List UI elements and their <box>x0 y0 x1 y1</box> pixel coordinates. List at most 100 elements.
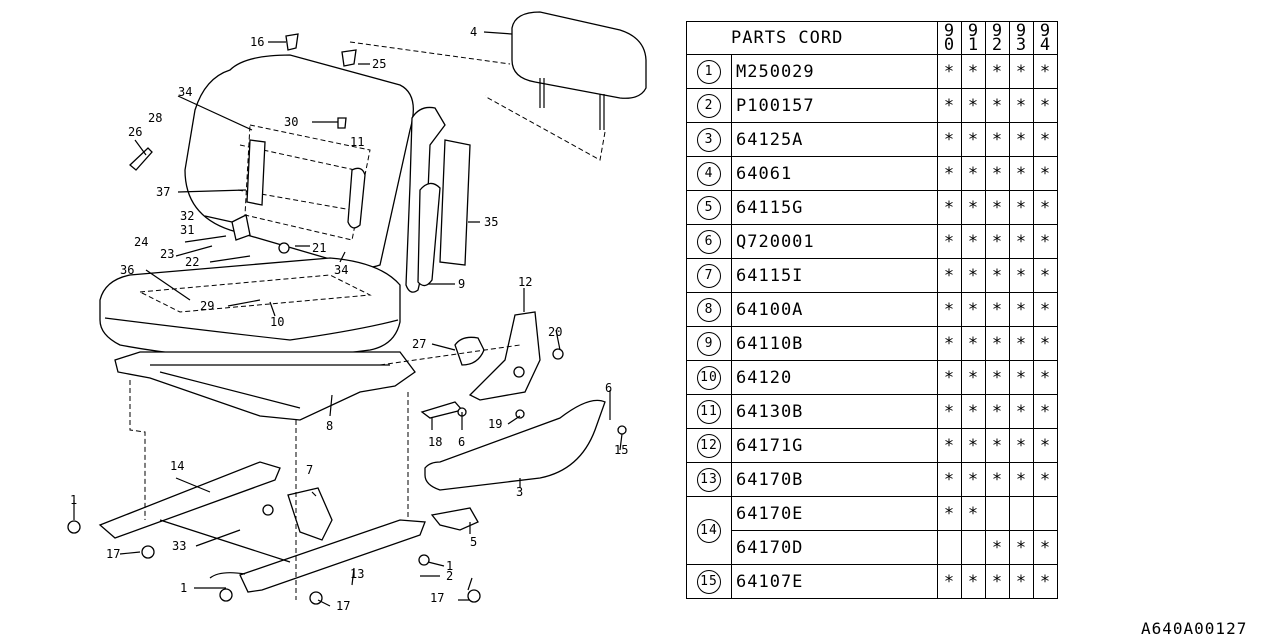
callout-35: 35 <box>484 215 498 229</box>
year-mark-cell: * <box>1033 88 1058 123</box>
year-mark-cell <box>985 496 1010 531</box>
year-mark-cell: * <box>985 54 1010 89</box>
callout-5: 5 <box>470 535 477 549</box>
year-mark-cell: * <box>985 190 1010 225</box>
year-mark-cell: * <box>1009 530 1034 565</box>
year-mark-cell: * <box>937 496 962 531</box>
year-mark-cell: * <box>1033 394 1058 429</box>
year-mark-cell: * <box>1033 462 1058 497</box>
part-number-circle: 9 <box>697 331 721 356</box>
callout-13: 13 <box>350 567 364 581</box>
parts-cord-label: PARTS CORD <box>731 28 844 48</box>
callout-26: 26 <box>128 125 142 139</box>
year-mark-cell: * <box>961 564 986 599</box>
callout-20: 20 <box>548 325 562 339</box>
callout-17-center: 17 <box>336 599 350 613</box>
callout-4: 4 <box>470 25 477 39</box>
callouts: 4 16 25 34 28 26 30 11 37 32 31 35 24 21… <box>70 25 628 613</box>
year-mark-cell: * <box>1033 564 1058 599</box>
year-mark-cell: * <box>1033 326 1058 361</box>
callout-8: 8 <box>326 419 333 433</box>
part-number-cell: 2 <box>686 88 732 123</box>
year-mark-cell: * <box>1009 122 1034 157</box>
year-mark-cell: * <box>1009 88 1034 123</box>
part-code-cell: 64170B <box>731 462 938 497</box>
year-mark-cell: * <box>1009 428 1034 463</box>
year-mark-cell: * <box>985 122 1010 157</box>
year-mark-cell: * <box>985 394 1010 429</box>
year-mark-cell <box>937 530 962 565</box>
year-mark-cell: * <box>985 292 1010 327</box>
callout-34-upper: 34 <box>178 85 192 99</box>
callout-29: 29 <box>200 299 214 313</box>
part-number-circle: 13 <box>697 467 721 492</box>
year-mark-cell: * <box>937 190 962 225</box>
year-mark-cell: * <box>1009 224 1034 259</box>
recliner <box>420 311 606 491</box>
year-mark-cell: * <box>985 462 1010 497</box>
year-mark-cell: * <box>1033 292 1058 327</box>
seat-exploded-diagram: 4 16 25 34 28 26 30 11 37 32 31 35 24 21… <box>67 11 647 613</box>
part-number-circle: 3 <box>697 127 721 152</box>
callout-10: 10 <box>270 315 284 329</box>
year-mark-cell: * <box>985 360 1010 395</box>
part-number-cell: 4 <box>686 156 732 191</box>
year-mark-cell: * <box>1033 428 1058 463</box>
year-mark-cell: * <box>1033 156 1058 191</box>
year-mark-cell: * <box>985 156 1010 191</box>
callout-6-right: 6 <box>605 381 612 395</box>
part-code-cell: M250029 <box>731 54 938 89</box>
year-mark-cell: * <box>985 258 1010 293</box>
year-mark-cell: * <box>1009 360 1034 395</box>
year-mark-cell: * <box>985 530 1010 565</box>
year-mark-cell: * <box>1009 394 1034 429</box>
part-code-cell: P100157 <box>731 88 938 123</box>
part-number-circle: 6 <box>697 229 721 254</box>
year-mark-cell: * <box>985 88 1010 123</box>
callout-36: 36 <box>120 263 134 277</box>
callout-24: 24 <box>134 235 148 249</box>
part-number-cell: 8 <box>686 292 732 327</box>
callout-1-bottom: 1 <box>180 581 187 595</box>
part-number-circle: 11 <box>697 399 721 424</box>
callout-17-left: 17 <box>106 547 120 561</box>
year-mark-cell: * <box>1033 224 1058 259</box>
part-code-cell: 64130B <box>731 394 938 429</box>
table-header-parts-cord: PARTS CORD <box>686 21 938 55</box>
part-code-cell: 64170D <box>731 530 938 565</box>
part-number-circle: 10 <box>697 365 721 390</box>
part-code-cell: 64107E <box>731 564 938 599</box>
callout-14: 14 <box>170 459 184 473</box>
year-mark-cell: * <box>937 292 962 327</box>
part-number-circle: 15 <box>697 569 721 594</box>
part-number-circle: 4 <box>697 161 721 186</box>
callout-1-right: 1 <box>446 559 453 573</box>
year-mark-cell: * <box>961 224 986 259</box>
seat-back <box>184 54 414 269</box>
slide-rails <box>98 344 521 600</box>
part-code-cell: 64115G <box>731 190 938 225</box>
year-mark-cell: * <box>1033 190 1058 225</box>
callout-16: 16 <box>250 35 264 49</box>
year-mark-cell <box>961 530 986 565</box>
year-mark-cell: * <box>937 462 962 497</box>
year-mark-cell: * <box>1009 54 1034 89</box>
year-mark-cell: * <box>961 156 986 191</box>
callout-11: 11 <box>350 135 364 149</box>
part-number-circle: 2 <box>697 93 721 118</box>
year-mark-cell: * <box>1009 258 1034 293</box>
year-mark-cell: * <box>961 394 986 429</box>
